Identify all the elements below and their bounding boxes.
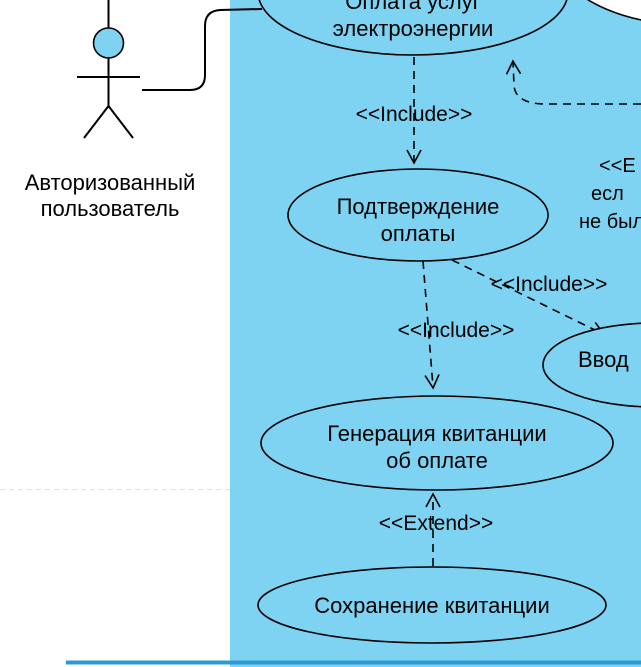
- partial-shape-top-right[interactable]: [550, 0, 641, 25]
- usecase-input-ellipse[interactable]: [542, 322, 641, 408]
- note-line2: есл: [591, 183, 624, 205]
- actor-left-leg: [83, 105, 110, 139]
- note-line1: <<E: [599, 155, 636, 177]
- actor-head-icon: [92, 27, 125, 59]
- system-boundary[interactable]: [230, 0, 641, 667]
- actor-stick-figure[interactable]: [77, 0, 140, 139]
- include-edge-confirmation-receipt[interactable]: [422, 260, 440, 390]
- usecase-save-ellipse[interactable]: [257, 566, 607, 644]
- include-label-confirmation-input: <<Include>>: [491, 273, 608, 296]
- usecase-payment-label-line2: электроэнергии: [333, 16, 494, 41]
- association-actor-payment[interactable]: [142, 8, 263, 91]
- include-label-payment-confirmation: <<Include>>: [356, 103, 473, 126]
- include-edge-confirmation-input[interactable]: [451, 259, 606, 336]
- usecase-receipt-label-line2: об оплате: [386, 448, 488, 473]
- usecase-confirmation-label-line1: Подтверждение: [337, 194, 500, 219]
- include-label-confirmation-receipt: <<Include>>: [398, 319, 515, 342]
- actor-name-line1: Авторизованный: [25, 170, 196, 195]
- usecase-confirmation-ellipse[interactable]: [287, 168, 549, 262]
- actor-right-leg: [107, 105, 134, 139]
- note-line3: не был: [579, 211, 641, 233]
- usecase-payment-label-line1: Оплата услуг: [345, 0, 480, 14]
- dashed-edge-from-right[interactable]: [505, 59, 641, 105]
- usecase-payment-ellipse[interactable]: [258, 0, 568, 56]
- usecase-input-label: Ввод: [578, 347, 629, 372]
- usecase-save-label: Сохранение квитанции: [314, 593, 550, 618]
- usecase-receipt-ellipse[interactable]: [260, 395, 614, 491]
- actor-name-line2: пользователь: [41, 196, 180, 221]
- extend-label-save-receipt: <<Extend>>: [379, 512, 493, 535]
- usecase-confirmation-label-line2: оплаты: [381, 221, 456, 246]
- usecase-receipt-label-line1: Генерация квитанции: [327, 421, 546, 446]
